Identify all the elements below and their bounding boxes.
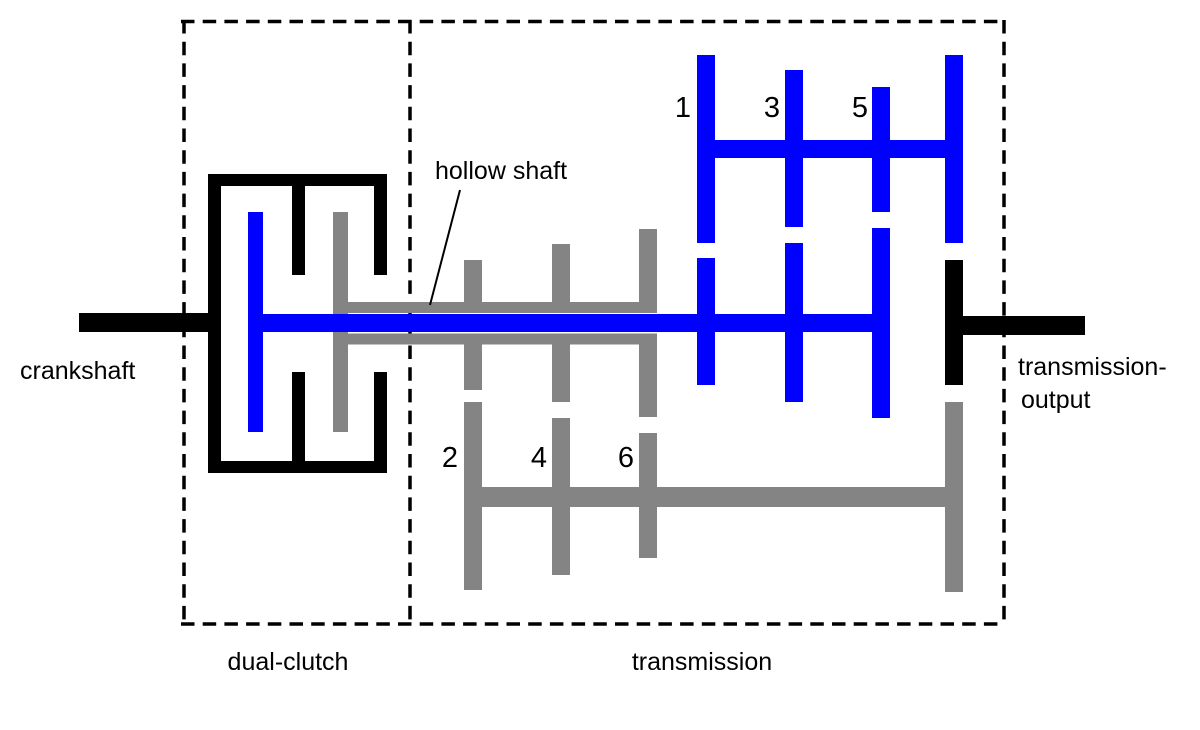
clutch-housing-and-output	[79, 174, 1085, 473]
transmission-output-label-line1: transmission-	[1018, 353, 1167, 381]
housing-left-wall	[208, 174, 221, 473]
text-labels: crankshaft hollow shaft transmission- ou…	[20, 92, 1167, 676]
gear-2-number: 2	[442, 442, 458, 474]
housing-top-right-finger	[374, 174, 387, 275]
dual-clutch-region-label: dual-clutch	[228, 648, 349, 676]
housing-bottom-middle-finger	[292, 372, 305, 473]
gear-3-number: 3	[764, 92, 780, 124]
gear4-drive-upper-half	[552, 244, 570, 302]
gear-4-number: 4	[531, 442, 547, 474]
crankshaft-shaft	[79, 313, 215, 332]
solid-shaft-assembly	[248, 55, 963, 432]
lower-output-gear	[945, 402, 963, 592]
gear-5-number: 5	[852, 92, 868, 124]
gear5-drive-upper-half	[872, 228, 890, 315]
hollow-shaft-lower-wall	[333, 333, 657, 345]
crankshaft-label: crankshaft	[20, 357, 135, 385]
gear2-drive-lower-half	[464, 344, 482, 390]
gear-6-number: 6	[618, 442, 634, 474]
solid-inner-shaft	[248, 314, 890, 332]
gear6-drive-lower-half	[639, 344, 657, 417]
hollow-shaft-pointer-line	[429, 189, 461, 306]
housing-top-middle-finger	[292, 174, 305, 275]
transmission-output-label-line2: output	[1021, 386, 1091, 414]
hollow-shaft-label: hollow shaft	[435, 157, 567, 185]
gear5-drive-lower-half	[872, 332, 890, 418]
region-boxes	[181, 19, 1006, 626]
hollow-shaft-upper-wall	[333, 302, 657, 313]
gear-1-number: 1	[675, 92, 691, 124]
gear1-drive-lower-half	[697, 332, 715, 385]
housing-bottom-right-finger	[374, 372, 387, 473]
lower-counter-shaft	[464, 487, 963, 507]
gear4-drive-lower-half	[552, 344, 570, 402]
gear6-drive-upper-half	[639, 229, 657, 302]
gear1-drive-upper-half	[697, 258, 715, 315]
gear3-drive-upper-half	[785, 243, 803, 315]
upper-counter-shaft	[697, 140, 963, 158]
gear2-drive-upper-half	[464, 260, 482, 302]
hollow-shaft-assembly	[333, 212, 963, 592]
gear3-drive-lower-half	[785, 332, 803, 402]
transmission-region-label: transmission	[632, 648, 772, 676]
transmission-output-shaft	[953, 316, 1085, 335]
